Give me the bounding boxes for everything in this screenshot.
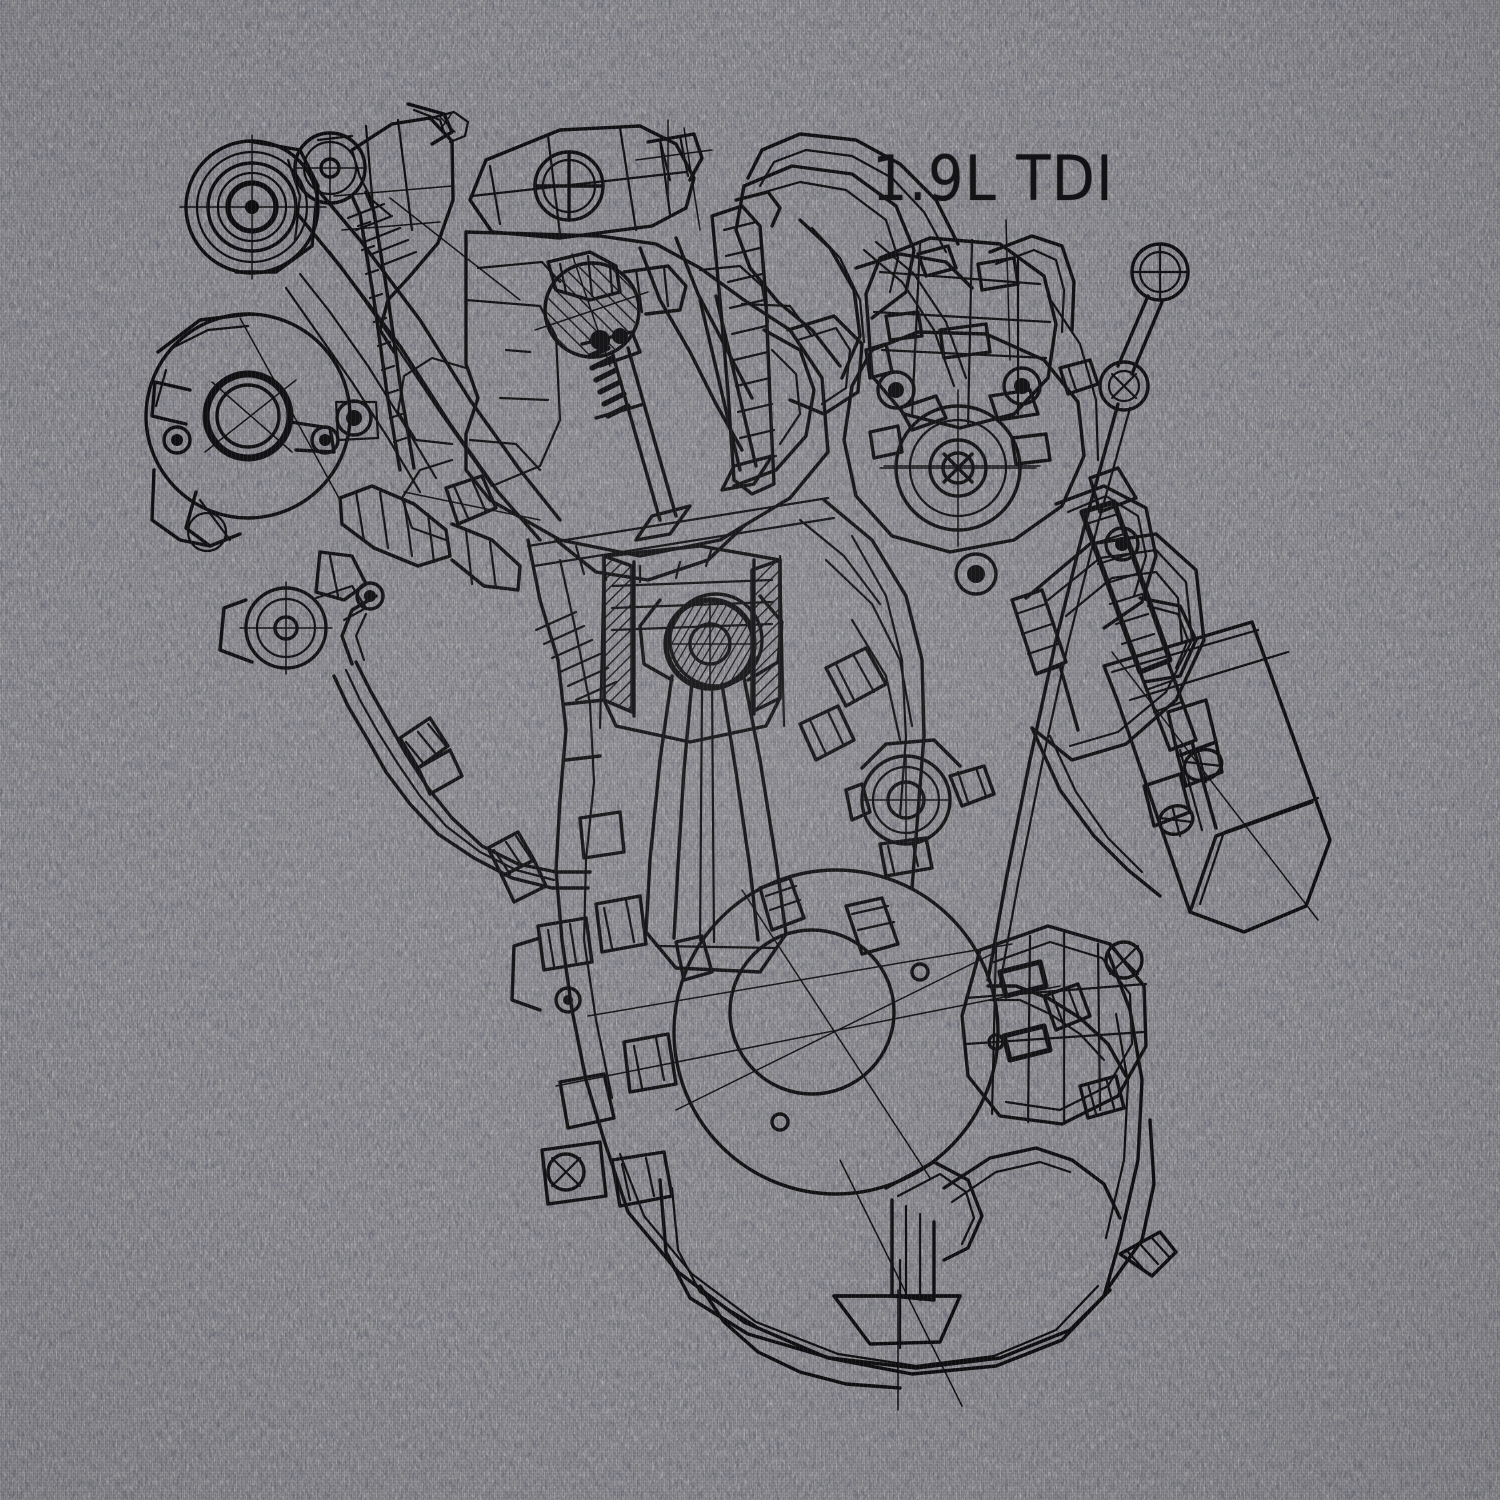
dipstick-tube-boss — [1058, 358, 1100, 396]
oil-pan — [602, 950, 1144, 1411]
oil-cooler-ports — [1142, 698, 1224, 838]
timing-belt-teeth — [346, 202, 618, 702]
wrist-pin — [663, 597, 757, 691]
oil-return-line — [658, 1118, 1178, 1370]
auxiliary-bracket-right — [1054, 484, 1198, 684]
oil-filler-cap — [533, 150, 605, 222]
valve-stem-intake — [610, 346, 692, 542]
cylinder-liner — [598, 554, 786, 730]
engine-mount-bracket-left — [314, 484, 522, 602]
coolant-hose — [332, 581, 592, 904]
rocker-arm-assembly — [546, 250, 688, 316]
water-pump-flange — [144, 312, 380, 553]
alternator-housing — [333, 110, 470, 354]
head-bolt-column — [710, 190, 782, 496]
upper-pipe-stub — [350, 102, 454, 472]
injector-line — [862, 240, 1100, 462]
crankshaft-pulley — [179, 134, 327, 280]
oil-filter-housing — [1024, 532, 1206, 898]
vacuum-line — [746, 132, 1076, 334]
connecting-rod — [638, 594, 788, 974]
oil-pump-housing — [844, 738, 996, 878]
glow-plug — [1010, 588, 1080, 732]
block-reinforcement-ribs — [798, 518, 914, 762]
oil-pickup-tube — [942, 1146, 1122, 1220]
idler-pulley — [218, 581, 368, 675]
crankcase-breather-bracket — [960, 924, 1148, 1126]
cylinder-head — [464, 230, 830, 584]
oil-filter-canister — [1102, 620, 1332, 934]
engine-title-text: 1.9L TDI — [872, 142, 1114, 215]
belt-tensioner-pulley — [293, 131, 367, 205]
head-gasket-line — [526, 496, 836, 568]
intake-manifold — [734, 164, 974, 380]
exhaust-port-flange — [786, 314, 864, 416]
valve-cover — [468, 119, 713, 240]
vacuum-pump — [842, 330, 1086, 596]
centerline-marks — [239, 127, 1061, 1087]
timing-cover-edge — [396, 356, 498, 542]
valve-spring — [580, 328, 646, 420]
main-bearing-caps — [594, 894, 678, 1094]
oil-pickup-strainer — [832, 1160, 984, 1350]
